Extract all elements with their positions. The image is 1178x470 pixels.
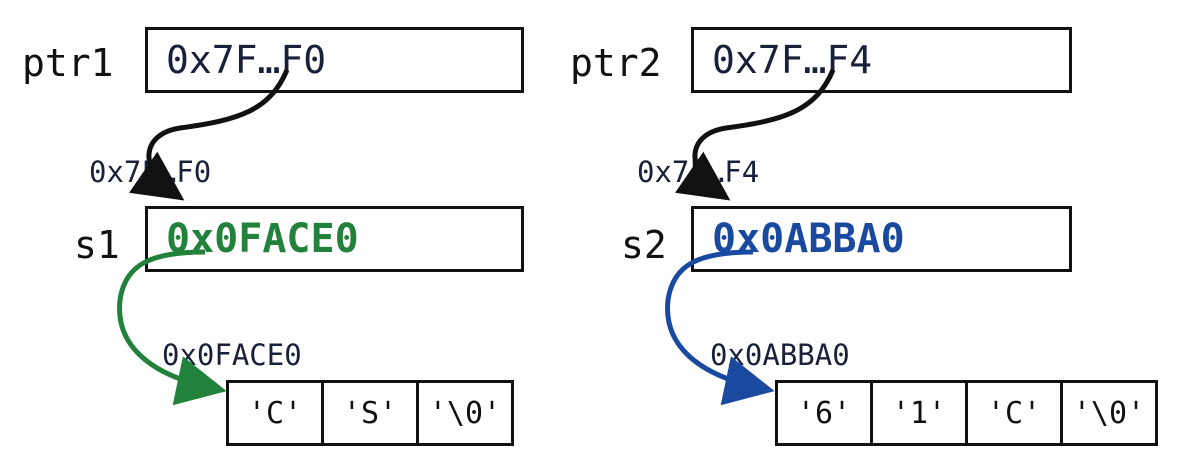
ptr1-value: 0x7F…F0 bbox=[166, 38, 327, 82]
s1-value: 0x0FACE0 bbox=[166, 216, 359, 262]
s2-label: s2 bbox=[621, 223, 667, 267]
array2-cell: 'C' bbox=[965, 380, 1063, 446]
array2-address: 0x0ABBA0 bbox=[710, 338, 850, 372]
s1-label: s1 bbox=[74, 223, 120, 267]
array2-cell: '\0' bbox=[1060, 380, 1158, 446]
ptr1-label: ptr1 bbox=[22, 41, 114, 85]
s1-address: 0x7F…F0 bbox=[89, 155, 212, 189]
ptr2-value: 0x7F…F4 bbox=[712, 38, 873, 82]
array1: 'C' 'S' '\0' bbox=[226, 380, 514, 446]
ptr1-box: 0x7F…F0 bbox=[145, 27, 524, 93]
array1-cell: 'S' bbox=[321, 380, 419, 446]
array1-cell: 'C' bbox=[226, 380, 324, 446]
s1-box: 0x0FACE0 bbox=[145, 206, 524, 272]
ptr2-label: ptr2 bbox=[570, 41, 662, 85]
s2-box: 0x0ABBA0 bbox=[691, 206, 1072, 272]
array1-cell: '\0' bbox=[416, 380, 514, 446]
array1-address: 0x0FACE0 bbox=[162, 338, 302, 372]
array2-cell: '1' bbox=[870, 380, 968, 446]
ptr2-box: 0x7F…F4 bbox=[691, 27, 1072, 93]
array2-cell: '6' bbox=[775, 380, 873, 446]
s2-value: 0x0ABBA0 bbox=[712, 216, 905, 262]
array2: '6' '1' 'C' '\0' bbox=[775, 380, 1158, 446]
s2-address: 0x7F…F4 bbox=[637, 155, 760, 189]
